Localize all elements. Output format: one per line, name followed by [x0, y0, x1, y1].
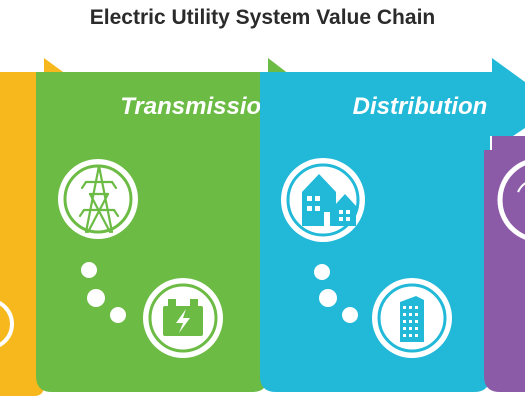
stage-arrow [260, 58, 525, 150]
stage-arrow [36, 58, 328, 150]
stage-label: Transmission [120, 93, 276, 120]
transmission-tower-icon [78, 164, 120, 234]
battery-icon [163, 299, 203, 336]
thought-dot [110, 307, 126, 323]
stage-icon-circle [497, 160, 525, 240]
icon-circle-small-inner [377, 283, 447, 353]
thought-dot [314, 264, 330, 280]
thought-dot [342, 307, 358, 323]
thought-dot [319, 289, 337, 307]
stage-label: Distribution [353, 93, 488, 120]
icon-circle-large-inner [286, 163, 360, 237]
thought-dot [81, 262, 97, 278]
stage-distribution: Distribution [260, 58, 525, 392]
thought-dot [87, 289, 105, 307]
stage-consumption [484, 136, 525, 392]
stage-panel [484, 136, 525, 392]
icon-circle-small-inner [148, 283, 218, 353]
stage-icon-circle [0, 300, 14, 348]
stage-transmission: Transmission [36, 58, 328, 392]
diagram-title: Electric Utility System Value Chain [89, 6, 436, 29]
houses-icon [302, 174, 356, 226]
icon-circle-large [58, 159, 138, 239]
office-building-icon [400, 296, 424, 342]
stage-icon-fragment [517, 182, 525, 193]
